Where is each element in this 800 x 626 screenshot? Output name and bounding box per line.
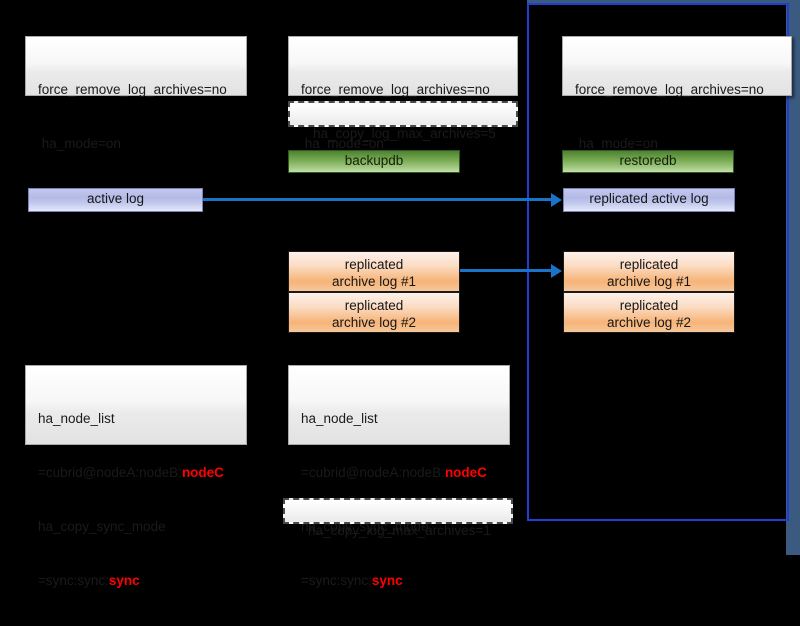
middle-archive-log-1: replicated archive log #1: [288, 251, 460, 292]
replica-group-container: [527, 3, 789, 521]
middle-archive-log-2: replicated archive log #2: [288, 292, 460, 333]
arrow-middle-archive-to-right-archive-head: [551, 264, 562, 278]
middle-node-config-line-2: =cubrid@nodeA:nodeB:nodeC: [301, 464, 499, 482]
restoredb-command-button[interactable]: restoredb: [562, 150, 734, 173]
left-node-config-line-4: =sync:sync:sync: [38, 572, 236, 590]
middle-node-config-line-4: =sync:sync:sync: [301, 572, 499, 590]
diagram-canvas: force_remove_log_archives=no ha_mode=on …: [25, 0, 800, 588]
right-archive-log-2: replicated archive log #2: [563, 292, 735, 333]
left-node-config-line-2-highlight: nodeC: [181, 465, 224, 480]
backupdb-command-label: backupdb: [344, 153, 404, 168]
restoredb-command-label: restoredb: [619, 153, 677, 168]
middle-node-config-box: ha_node_list =cubrid@nodeA:nodeB:nodeC h…: [288, 365, 510, 588]
left-node-config-line-4-prefix: =sync:sync:: [38, 573, 109, 588]
middle-max-archives-bottom-label: ha_copy_log_max_archives=1: [308, 523, 491, 538]
middle-node-config-line-2-highlight: nodeC: [444, 465, 487, 480]
arrow-active-log-to-replicated-active-log-line: [203, 198, 553, 201]
right-config-box: force_remove_log_archives=no ha_mode=on: [562, 36, 792, 151]
middle-config-line-2: ha_mode=on: [301, 136, 384, 151]
right-config-line-1: force_remove_log_archives=no: [575, 82, 764, 97]
middle-node-config-line-2-prefix: =cubrid@nodeA:nodeB:: [301, 465, 445, 480]
middle-max-archives-bottom-box: ha_copy_log_max_archives=1: [283, 498, 513, 538]
backupdb-command-button[interactable]: backupdb: [288, 150, 460, 173]
right-archive-log-2-line-2: archive log #2: [606, 315, 692, 330]
right-replicated-active-log-bar: replicated active log: [563, 188, 735, 212]
left-node-config-line-4-highlight: sync: [108, 573, 140, 588]
middle-node-config-line-4-prefix: =sync:sync:: [301, 573, 372, 588]
left-node-config-line-1: ha_node_list: [38, 411, 115, 426]
frame-band-right: [786, 0, 800, 555]
left-active-log-bar: active log: [28, 188, 203, 212]
middle-archive-log-2-line-1: replicated: [344, 298, 404, 313]
right-archive-log-2-line-1: replicated: [619, 298, 679, 313]
left-node-config-line-2: =cubrid@nodeA:nodeB:nodeC: [38, 464, 236, 482]
right-archive-log-1-line-1: replicated: [619, 257, 679, 272]
right-replicated-active-log-label: replicated active log: [589, 191, 709, 206]
right-archive-log-1: replicated archive log #1: [563, 251, 735, 292]
right-config-line-2: ha_mode=on: [575, 136, 658, 151]
middle-node-config-line-1: ha_node_list: [301, 411, 378, 426]
left-active-log-label: active log: [86, 191, 145, 206]
frame-band-top: [527, 0, 800, 4]
middle-max-archives-box: ha_copy_log_max_archives=5: [288, 101, 518, 141]
middle-archive-log-1-line-1: replicated: [344, 257, 404, 272]
middle-config-box: force_remove_log_archives=no ha_mode=on: [288, 36, 518, 151]
left-node-config-line-2-prefix: =cubrid@nodeA:nodeB:: [38, 465, 182, 480]
right-archive-log-1-line-2: archive log #1: [606, 274, 692, 289]
middle-config-line-1: force_remove_log_archives=no: [301, 82, 490, 97]
middle-node-config-line-4-highlight: sync: [371, 573, 403, 588]
left-config-line-1: force_remove_log_archives=no: [38, 82, 227, 97]
left-config-line-2: ha_mode=on: [38, 136, 121, 151]
middle-archive-log-1-line-2: archive log #1: [331, 274, 417, 289]
arrow-middle-archive-to-right-archive-line: [460, 269, 553, 272]
arrow-active-log-to-replicated-active-log-head: [551, 193, 562, 207]
middle-archive-log-2-line-2: archive log #2: [331, 315, 417, 330]
left-config-box: force_remove_log_archives=no ha_mode=on: [25, 36, 247, 151]
left-node-config-line-3: ha_copy_sync_mode: [38, 519, 166, 534]
left-node-config-box: ha_node_list =cubrid@nodeA:nodeB:nodeC h…: [25, 365, 247, 588]
middle-max-archives-label: ha_copy_log_max_archives=5: [313, 126, 496, 141]
